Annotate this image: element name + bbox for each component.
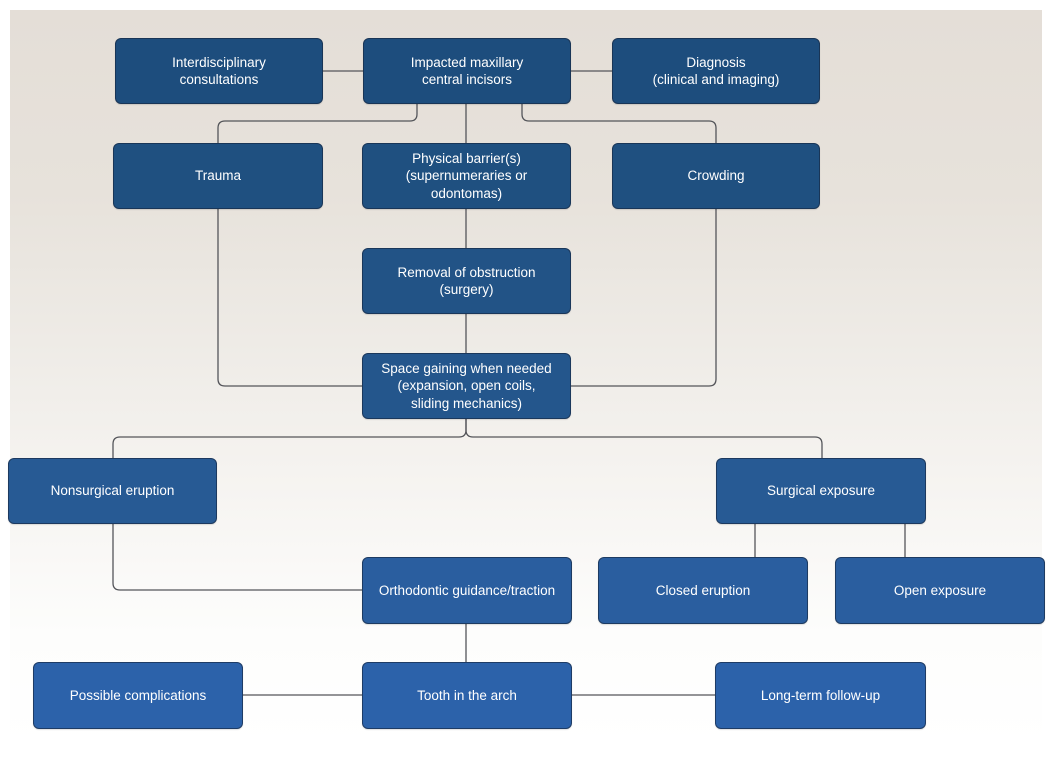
node-label: Trauma <box>194 168 241 184</box>
node-label: Nonsurgical eruption <box>50 483 175 499</box>
node-label: Open exposure <box>893 582 987 598</box>
node-diagnosis: Diagnosis (clinical and imaging) <box>612 38 820 104</box>
node-orthodontic-guidance: Orthodontic guidance/traction <box>362 557 572 624</box>
node-long-term-followup: Long-term follow-up <box>715 662 926 729</box>
node-tooth-in-arch: Tooth in the arch <box>362 662 572 729</box>
node-label: Removal of obstruction (surgery) <box>397 264 536 297</box>
node-label: Tooth in the arch <box>417 687 517 703</box>
node-label: Impacted maxillary central incisors <box>410 54 524 87</box>
node-label: Physical barrier(s) (supernumeraries or … <box>405 151 528 201</box>
node-label: Space gaining when needed (expansion, op… <box>381 361 552 411</box>
node-label: Crowding <box>687 168 745 184</box>
node-impacted: Impacted maxillary central incisors <box>363 38 571 104</box>
node-space-gaining: Space gaining when needed (expansion, op… <box>362 353 571 419</box>
node-surgical-exposure: Surgical exposure <box>716 458 926 524</box>
node-label: Long-term follow-up <box>760 687 881 703</box>
node-label: Closed eruption <box>655 582 751 598</box>
node-nonsurgical-eruption: Nonsurgical eruption <box>8 458 217 524</box>
node-label: Possible complications <box>69 687 207 703</box>
node-removal-obstruction: Removal of obstruction (surgery) <box>362 248 571 314</box>
node-label: Surgical exposure <box>766 483 876 499</box>
node-label: Interdisciplinary consultations <box>172 54 266 87</box>
node-closed-eruption: Closed eruption <box>598 557 808 624</box>
node-open-exposure: Open exposure <box>835 557 1045 624</box>
node-label: Orthodontic guidance/traction <box>378 582 556 598</box>
node-label: Diagnosis (clinical and imaging) <box>652 54 780 87</box>
node-interdisciplinary: Interdisciplinary consultations <box>115 38 323 104</box>
node-physical-barrier: Physical barrier(s) (supernumeraries or … <box>362 143 571 209</box>
node-possible-complications: Possible complications <box>33 662 243 729</box>
node-crowding: Crowding <box>612 143 820 209</box>
node-trauma: Trauma <box>113 143 323 209</box>
